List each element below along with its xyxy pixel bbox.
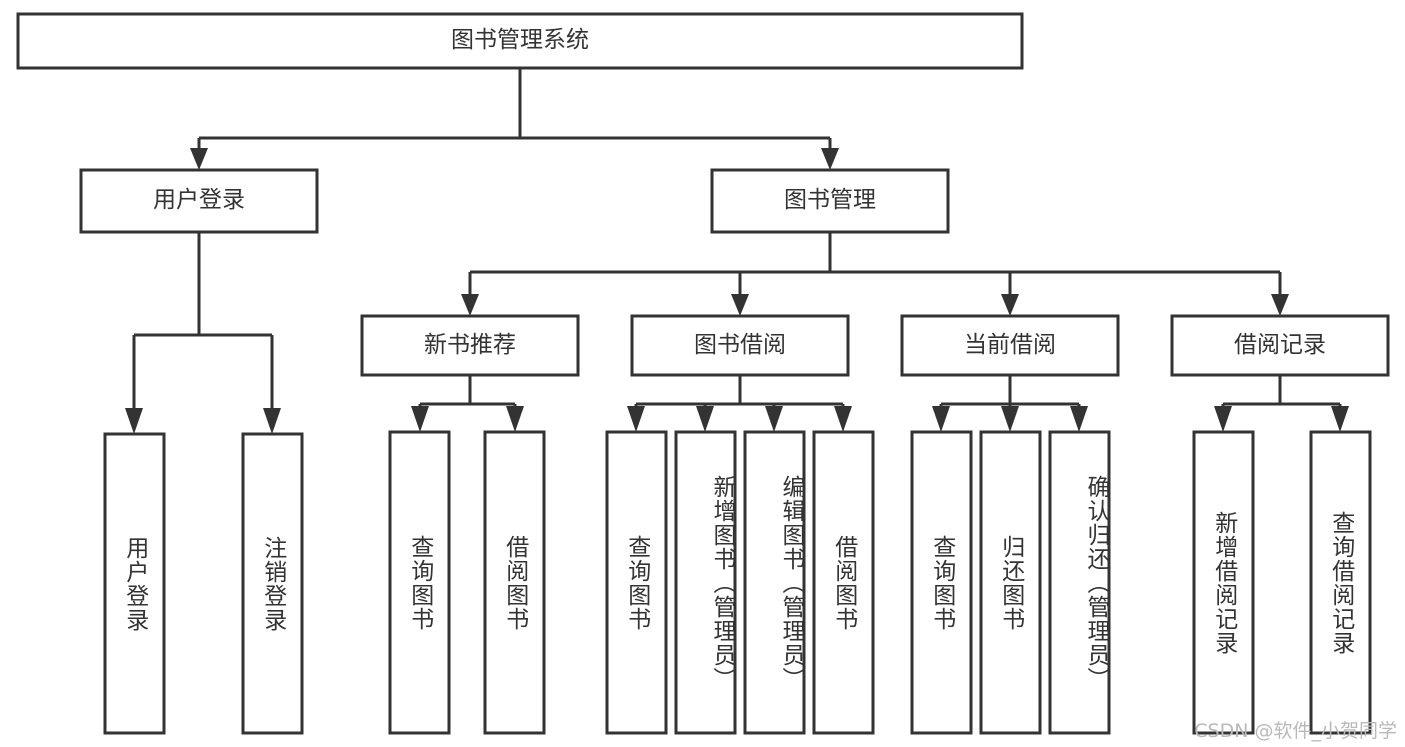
arrowhead-br-leaf-2 (1331, 406, 1349, 432)
leaf-box-current-borrow-1[interactable] (910, 430, 973, 735)
arrowhead-bb-leaf-3 (765, 406, 783, 432)
node-user-login-box[interactable] (79, 168, 319, 234)
leaf-box-new-book-1[interactable] (388, 430, 451, 735)
node-current-borrow-box[interactable] (900, 314, 1120, 377)
arrowhead-nb-leaf-2 (506, 406, 524, 432)
arrowhead-book-manage (821, 148, 839, 170)
arrowhead-br-leaf-1 (1214, 406, 1232, 432)
arrowhead-cb-leaf-2 (1001, 406, 1019, 432)
leaf-box-user-login-1[interactable] (103, 432, 166, 735)
csdn-watermark: CSDN @软件_小贺同学 (1194, 720, 1397, 742)
leaf-box-book-borrow-4[interactable] (812, 430, 875, 735)
leaf-box-borrow-record-2[interactable] (1309, 430, 1372, 735)
leaf-box-borrow-record-1[interactable] (1192, 430, 1255, 735)
node-book-manage-box[interactable] (710, 168, 950, 234)
leaf-box-new-book-2[interactable] (483, 430, 546, 735)
arrowhead-book-borrow (731, 294, 749, 316)
arrowhead-leaf-user-login-2 (263, 408, 281, 434)
arrowhead-bb-leaf-1 (627, 406, 645, 432)
arrowhead-bb-leaf-4 (834, 406, 852, 432)
node-book-borrow-box[interactable] (630, 314, 850, 377)
arrowhead-user-login (190, 148, 208, 170)
node-borrow-record-box[interactable] (1170, 314, 1390, 377)
leaf-box-book-borrow-3[interactable] (743, 430, 806, 735)
arrowhead-leaf-user-login-1 (125, 408, 143, 434)
arrowhead-nb-leaf-1 (411, 406, 429, 432)
leaf-box-book-borrow-2[interactable] (674, 430, 737, 735)
arrowhead-cb-leaf-3 (1070, 406, 1088, 432)
arrowhead-new-book (461, 294, 479, 316)
node-root-box[interactable] (16, 12, 1024, 70)
node-new-book-box[interactable] (360, 314, 580, 377)
arrowhead-current-borrow (1001, 294, 1019, 316)
leaf-box-user-login-2[interactable] (241, 432, 304, 735)
arrowhead-bb-leaf-2 (696, 406, 714, 432)
leaf-box-book-borrow-1[interactable] (605, 430, 668, 735)
leaf-box-current-borrow-2[interactable] (979, 430, 1042, 735)
arrowhead-borrow-record (1271, 294, 1289, 316)
arrowhead-cb-leaf-1 (932, 406, 950, 432)
leaf-box-current-borrow-3[interactable] (1048, 430, 1111, 735)
